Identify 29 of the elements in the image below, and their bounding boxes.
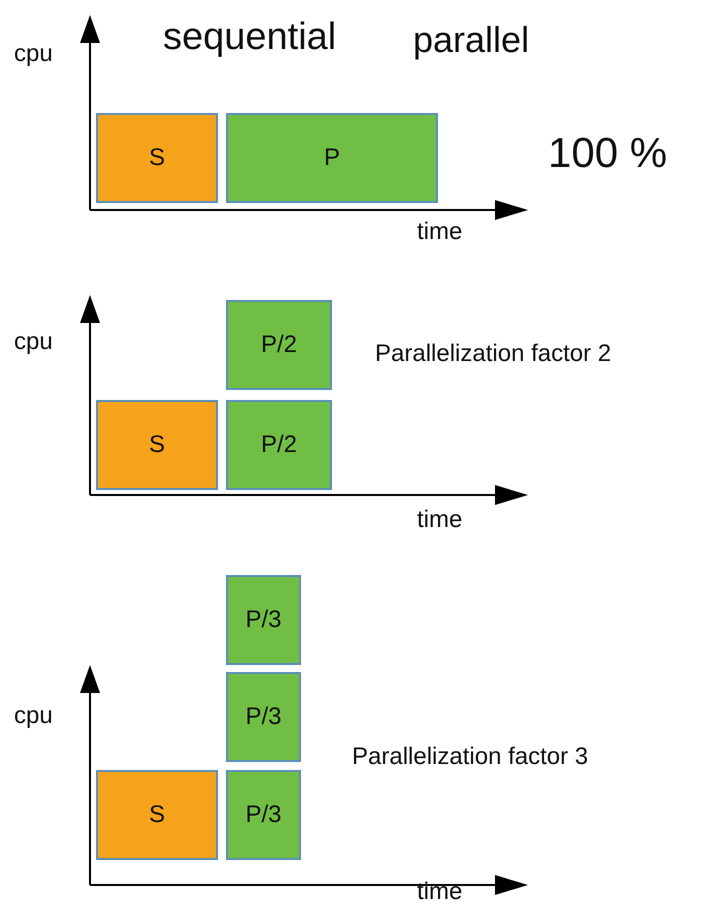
parallel-block (226, 770, 301, 860)
block-label: S (148, 801, 165, 829)
block-label: S (148, 144, 165, 172)
block-label: S (148, 431, 165, 459)
block-label: P/2 (260, 331, 298, 359)
axis-label: time (417, 508, 462, 532)
axis-label: cpu (14, 704, 53, 728)
sequential-block (96, 400, 218, 490)
block-label: P (324, 144, 340, 172)
axis-label: cpu (14, 330, 53, 354)
block-label: P/3 (245, 703, 282, 731)
parallel-block (226, 672, 301, 762)
parallel-block (226, 400, 332, 490)
axis-label: cpu (14, 42, 53, 66)
block-label: P/3 (245, 606, 282, 634)
factor-label: Parallelization factor 3 (352, 745, 588, 769)
parallel-block (226, 575, 301, 665)
axis-label: time (417, 880, 462, 904)
block-label: P/2 (260, 431, 298, 459)
column-heading: parallel (413, 22, 530, 58)
axis-label: time (417, 220, 462, 244)
percentage-label: 100 % (548, 132, 668, 174)
column-heading: sequential (163, 18, 336, 56)
sequential-block (96, 113, 218, 203)
factor-label: Parallelization factor 2 (375, 342, 612, 366)
parallel-block (226, 113, 438, 203)
sequential-block (96, 770, 218, 860)
parallel-block (226, 300, 332, 390)
block-label: P/3 (245, 801, 282, 829)
